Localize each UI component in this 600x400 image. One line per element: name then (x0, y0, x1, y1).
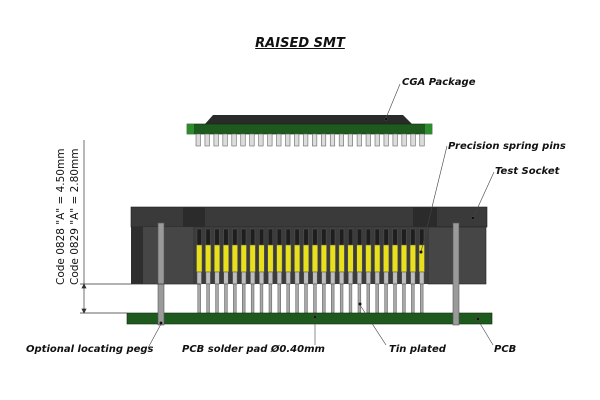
spring-pin (214, 228, 221, 314)
spring-pin (249, 228, 256, 314)
package-pin (401, 133, 407, 147)
cga-package (186, 115, 433, 147)
package-pin (410, 133, 416, 147)
package-pin (249, 133, 255, 147)
spring-pin (418, 228, 425, 314)
label-test-socket: Test Socket (495, 166, 560, 177)
diagram-title: RAISED SMT (255, 36, 345, 51)
package-pin (267, 133, 273, 147)
spring-pin (276, 228, 283, 314)
socket-bore-right (413, 207, 437, 227)
spring-pin (409, 228, 416, 314)
package-pin (312, 133, 318, 147)
package-pin (374, 133, 380, 147)
spring-pin (356, 228, 363, 314)
spring-pin (329, 228, 336, 314)
package-pin (204, 133, 210, 147)
package-pin (231, 133, 237, 147)
socket-left-block (143, 227, 193, 284)
leader-lines (147, 83, 495, 349)
socket-left-wall (131, 227, 143, 284)
locating-peg-left (157, 222, 165, 326)
package-pin (329, 133, 336, 147)
spring-pin (285, 228, 292, 314)
package-pin (347, 133, 353, 147)
spring-pin (392, 228, 399, 314)
package-pin (320, 133, 327, 147)
package-body (205, 115, 412, 124)
label-optional-locating-pegs: Optional locating pegs (26, 344, 154, 355)
spring-pin (222, 228, 229, 314)
package-pin (356, 133, 362, 147)
package-pin (222, 133, 228, 147)
package-pin (383, 133, 389, 147)
spring-pin (320, 228, 327, 314)
label-precision-spring-pins: Precision spring pins (448, 141, 566, 152)
label-tin-plated: Tin plated (389, 344, 446, 355)
spring-pin (231, 228, 238, 314)
locating-peg-right (452, 222, 460, 326)
spring-pin (400, 228, 407, 314)
package-pin (303, 133, 309, 147)
label-cga-package: CGA Package (402, 77, 476, 88)
spring-pin (365, 228, 372, 314)
spring-pin (294, 228, 301, 314)
spring-pin (205, 228, 212, 314)
package-pin (276, 133, 282, 147)
dimension-code-0828: Code 0828 "A" = 4.50mm (55, 148, 67, 285)
socket-bore-left (183, 207, 205, 227)
package-pin (419, 133, 425, 147)
test-socket (130, 206, 488, 314)
spring-pin (267, 228, 274, 314)
pcb-board (126, 312, 493, 325)
package-pin (338, 133, 345, 147)
dimension-a (80, 140, 200, 314)
spring-pin (338, 228, 345, 314)
substrate-edge-right (425, 124, 432, 134)
package-substrate (186, 123, 433, 135)
package-pin (285, 133, 291, 147)
spring-pin (196, 228, 203, 314)
package-pin (392, 133, 398, 147)
spring-pin (383, 228, 390, 314)
spring-pin (258, 228, 265, 314)
package-pin (213, 133, 219, 147)
spring-pin (240, 228, 247, 314)
spring-pin (374, 228, 381, 314)
package-pin (195, 133, 201, 147)
dimension-code-0829: Code 0829 "A" = 2.80mm (69, 148, 81, 285)
package-pin (365, 133, 371, 147)
spring-pin (347, 228, 354, 314)
package-pin (240, 133, 246, 147)
substrate-edge-left (187, 124, 194, 134)
spring-pin (311, 228, 318, 314)
package-pin (294, 133, 300, 147)
label-pcb-solder-pad: PCB solder pad Ø0.40mm (182, 344, 325, 355)
label-pcb: PCB (494, 344, 517, 355)
spring-pin (303, 228, 310, 314)
package-pin (258, 133, 264, 147)
